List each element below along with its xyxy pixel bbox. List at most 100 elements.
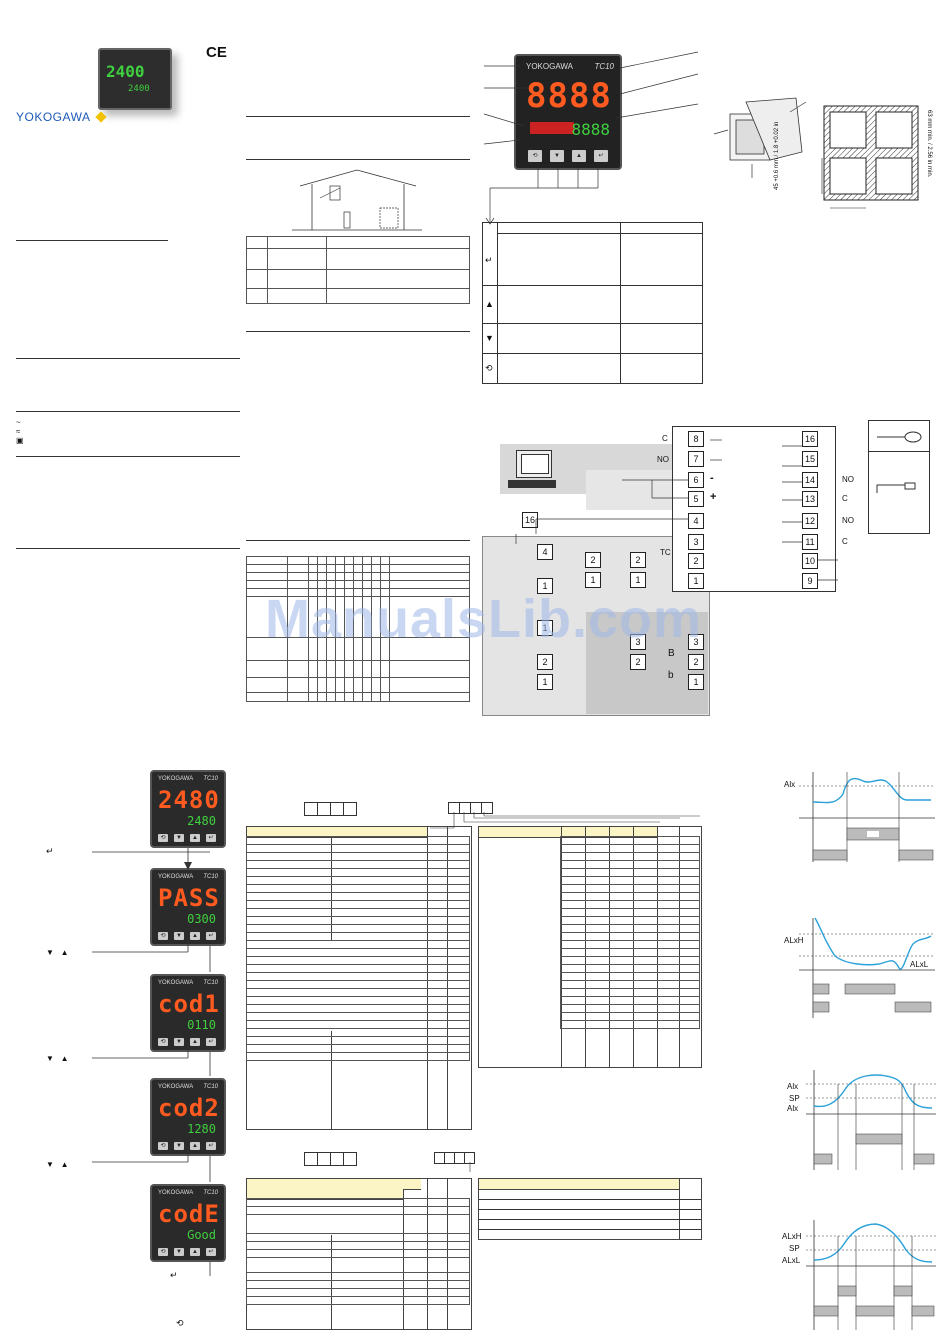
model-code-table	[246, 556, 470, 702]
down-up-key-icons: ▼ ▲	[46, 1054, 69, 1063]
panel-pv-display: 8888	[526, 76, 612, 116]
product-photo: 2400 2400	[92, 44, 184, 112]
rtd-terminal-2: 2	[688, 654, 704, 670]
up-key-icon[interactable]: ▲	[190, 932, 200, 940]
terminal-aux-16: 16	[522, 512, 538, 528]
relay-label-no-1: NO	[842, 475, 854, 484]
terminal-13: 13	[802, 491, 818, 507]
relay-label-no-2: NO	[842, 516, 854, 525]
panel-leds	[530, 122, 574, 134]
front-panel: YOKOGAWA TC10 8888 8888 ⟲ ▼ ▲ ↵	[514, 54, 622, 170]
relay-label-c-left: C	[662, 434, 668, 443]
terminal-11: 11	[802, 534, 818, 550]
panel-keys: ⟲ ▼ ▲ ↵	[528, 150, 608, 162]
terminal-14: 14	[802, 472, 818, 488]
key-table: ↵ ▲ ▼ ⟲	[482, 222, 703, 384]
sequence-display-2: YOKOGAWA TC10 PASS 0300 ⟲▼▲↵	[150, 868, 226, 946]
brand-diamond-icon	[95, 111, 108, 123]
set-key-icon[interactable]: ↵	[206, 1038, 216, 1046]
alarm-chart-2	[799, 917, 935, 1018]
seq2-pv: PASS	[158, 884, 220, 912]
panel-callout-lines	[483, 51, 699, 225]
input-terminal-1d: 1	[537, 674, 553, 690]
fnc-key-icon[interactable]: ⟲	[158, 1142, 168, 1150]
seq1-sv: 2480	[187, 814, 216, 828]
fnc-key-icon[interactable]: ⟲	[158, 932, 168, 940]
down-key-icon[interactable]: ▼	[174, 834, 184, 842]
alarm2-label-low: ALxL	[910, 960, 929, 969]
fnc-key-icon[interactable]: ⟲	[158, 1248, 168, 1256]
input-terminal-1c: 1	[630, 572, 646, 588]
set-key-icon: ↵	[485, 255, 493, 265]
seq2-sv: 0300	[187, 912, 216, 926]
up-key-icon[interactable]: ▲	[190, 1038, 200, 1046]
up-key-icon[interactable]: ▲	[572, 150, 586, 162]
up-key-icon[interactable]: ▲	[190, 1142, 200, 1150]
down-up-key-icons: ▼ ▲	[46, 1160, 69, 1169]
param-table-d	[478, 1178, 702, 1240]
probe-legend	[868, 420, 930, 534]
set-key-icon: ↵	[46, 846, 54, 856]
fnc-key-icon[interactable]: ⟲	[158, 834, 168, 842]
alarm4-label-high: ALxH	[782, 1232, 802, 1241]
connector-icon	[876, 482, 916, 493]
seq4-sv: 1280	[187, 1122, 216, 1136]
rtd-terminal-1: 1	[688, 674, 704, 690]
sequence-arrows	[92, 848, 211, 1276]
input-terminal-1a: 1	[537, 578, 553, 594]
rtd-terminal-3: 3	[688, 634, 704, 650]
set-key-icon[interactable]: ↵	[206, 1248, 216, 1256]
seq1-pv: 2480	[158, 786, 220, 814]
panel-model: TC10	[594, 62, 614, 71]
input-terminal-4: 4	[537, 544, 553, 560]
alarm3-label-low: Alx	[787, 1104, 799, 1113]
set-key-icon[interactable]: ↵	[206, 932, 216, 940]
brand-name: YOKOGAWA	[16, 110, 91, 124]
alarm-chart-3	[806, 1070, 936, 1170]
down-key-icon[interactable]: ▼	[174, 1142, 184, 1150]
seq5-sv: Good	[187, 1228, 216, 1242]
seq4-pv: cod2	[158, 1094, 220, 1122]
input-terminal-1b: 1	[585, 572, 601, 588]
fnc-key-icon: ⟲	[485, 363, 493, 373]
sequence-display-1: YOKOGAWA TC10 2480 2480 ⟲▼▲↵	[150, 770, 226, 848]
relay-label-c-1: C	[842, 494, 848, 503]
panel-brand: YOKOGAWA	[526, 62, 573, 71]
seq3-sv: 0110	[187, 1018, 216, 1032]
code-boxes-2	[448, 802, 493, 814]
alarm3-label-high: Alx	[787, 1082, 799, 1091]
wiring-background-dark	[586, 612, 708, 714]
down-key-icon[interactable]: ▼	[174, 1038, 184, 1046]
fnc-key-icon[interactable]: ⟲	[158, 1038, 168, 1046]
wiring-lines	[515, 439, 838, 581]
terminal-16: 16	[802, 431, 818, 447]
fnc-key-icon[interactable]: ⟲	[528, 150, 542, 162]
input-terminal-2b: 2	[585, 552, 601, 568]
photo-sv: 2400	[128, 84, 150, 94]
installation-sketch	[292, 169, 422, 231]
brand-logo: YOKOGAWA	[16, 110, 108, 124]
watermark: ManualsLib.com	[265, 589, 703, 649]
up-key-icon[interactable]: ▲	[190, 1248, 200, 1256]
terminal-10: 10	[802, 553, 818, 569]
set-key-icon: ↵	[170, 1270, 178, 1280]
relay-label-c-2: C	[842, 537, 848, 546]
set-key-icon[interactable]: ↵	[206, 1142, 216, 1150]
up-key-icon: ▲	[485, 299, 494, 309]
cutout-drawing	[821, 105, 919, 209]
terminal-6: 6	[688, 472, 704, 488]
down-key-icon[interactable]: ▼	[174, 1248, 184, 1256]
set-key-icon[interactable]: ↵	[206, 834, 216, 842]
alarm4-label-low: ALxL	[782, 1256, 801, 1265]
down-up-key-icons: ▼ ▲	[46, 948, 69, 957]
set-key-icon[interactable]: ↵	[594, 150, 608, 162]
sequence-display-5: YOKOGAWA TC10 codE Good ⟲▼▲↵	[150, 1184, 226, 1262]
down-key-icon[interactable]: ▼	[174, 932, 184, 940]
down-key-icon[interactable]: ▼	[550, 150, 564, 162]
up-key-icon[interactable]: ▲	[190, 834, 200, 842]
seq3-pv: cod1	[158, 990, 220, 1018]
tc-label: TC	[660, 548, 671, 557]
terminal-3: 3	[688, 534, 704, 550]
relay-label-no-left: NO	[657, 455, 669, 464]
sequence-display-4: YOKOGAWA TC10 cod2 1280 ⟲▼▲↵	[150, 1078, 226, 1156]
